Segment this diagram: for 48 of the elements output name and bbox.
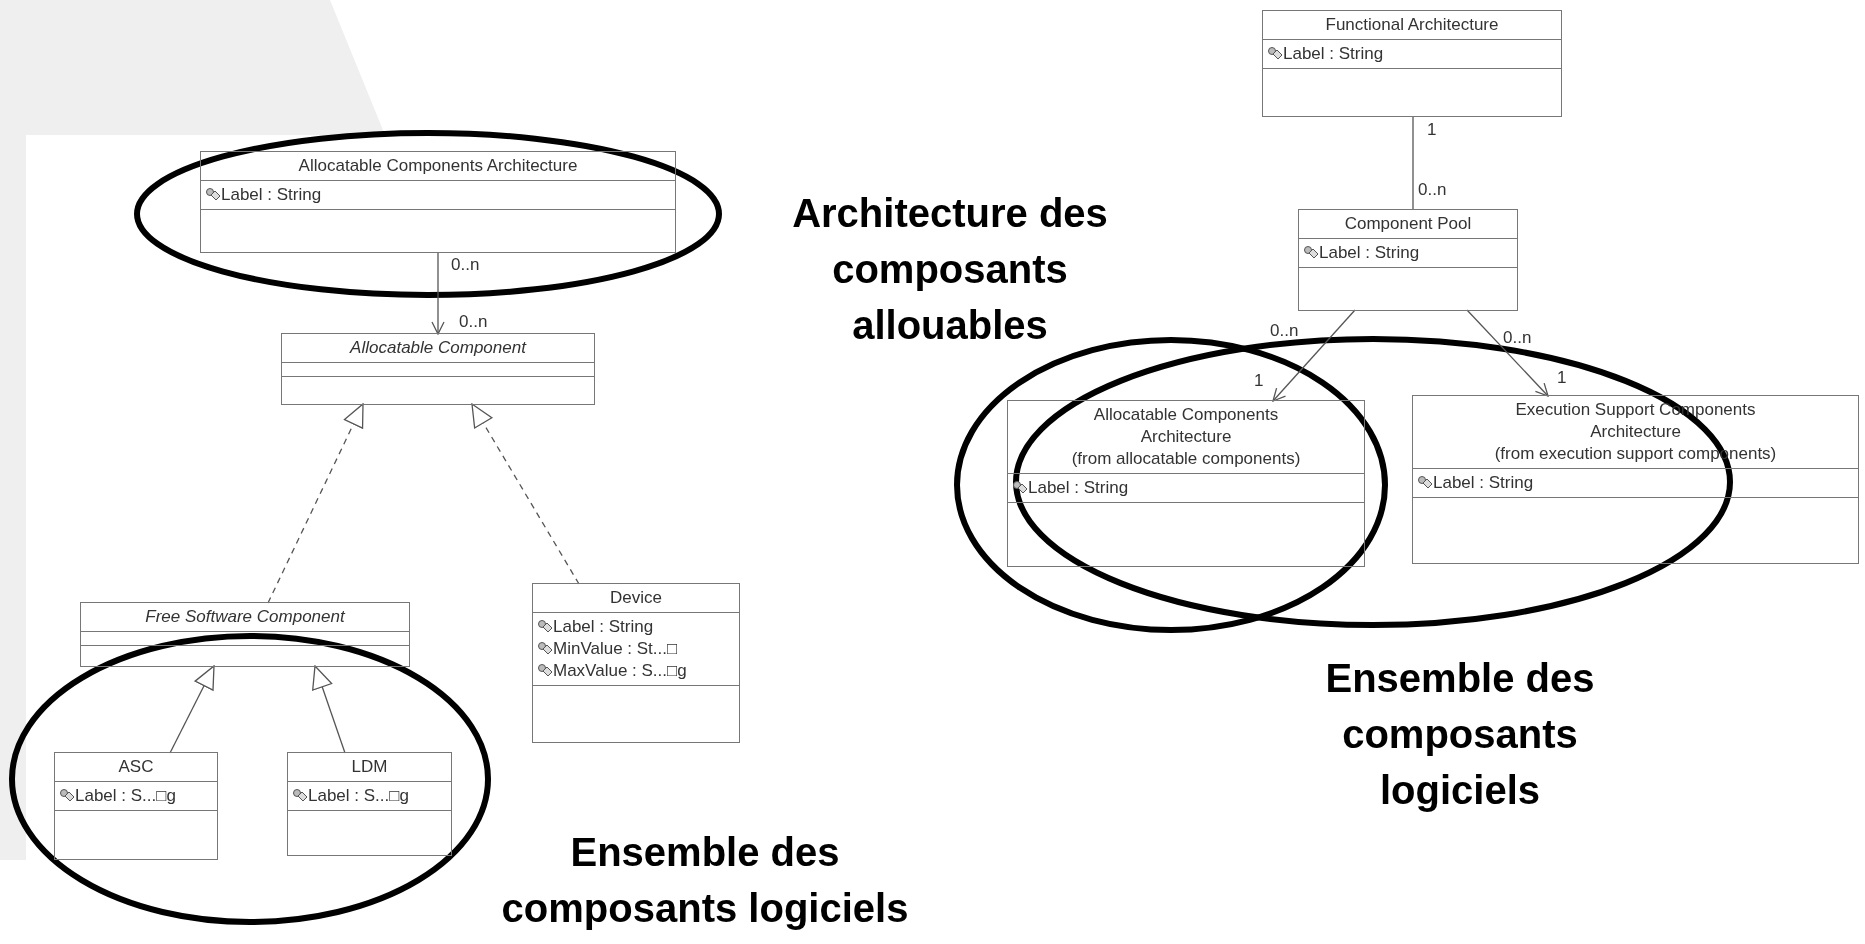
- multiplicity-label: 1: [1254, 371, 1264, 391]
- class-name: Functional Architecture: [1325, 14, 1499, 36]
- class-box: [287, 752, 452, 856]
- class-name: Free Software Component: [145, 606, 345, 628]
- class-name: Device: [610, 587, 662, 609]
- class-name: Allocatable Components Architecture: [1092, 404, 1280, 448]
- association-arrow: [1466, 309, 1549, 397]
- multiplicity-label: 0..n: [1503, 328, 1532, 348]
- multiplicity-label: 0..n: [459, 312, 488, 332]
- annotation-text: Ensemble des composants logiciels: [500, 829, 910, 932]
- generalization-arrow: [471, 403, 580, 585]
- attribute-text: Label : String: [1283, 43, 1384, 65]
- attribute-text: Label : String: [553, 616, 654, 638]
- class-box: [200, 151, 676, 253]
- class-box: [1298, 209, 1518, 311]
- multiplicity-label: 0..n: [1418, 180, 1447, 200]
- attribute-text: Label : S...□g: [308, 785, 409, 807]
- multiplicity-label: 0..n: [451, 255, 480, 275]
- class-name: Allocatable Component: [350, 337, 526, 359]
- class-name: Allocatable Components Architecture: [298, 155, 578, 177]
- multiplicity-label: 1: [1427, 120, 1437, 140]
- package-note: (from allocatable components): [1071, 448, 1301, 470]
- multiplicity-label: 1: [1557, 368, 1567, 388]
- generalization-arrow: [169, 665, 215, 754]
- annotation-text: Architecture des composants allouables: [791, 190, 1109, 349]
- class-box: [281, 333, 595, 405]
- class-name: Component Pool: [1344, 213, 1472, 235]
- attribute-text: Label : String: [1319, 242, 1420, 264]
- generalization-arrow: [312, 665, 346, 754]
- multiplicity-label: 0..n: [1270, 321, 1299, 341]
- annotation-text: Ensemble des composants logiciels: [1324, 655, 1596, 814]
- class-name: ASC: [118, 756, 154, 778]
- association-arrow: [431, 251, 445, 335]
- class-box: [1412, 395, 1859, 564]
- class-box: [80, 602, 410, 667]
- attribute-text: Label : String: [1028, 477, 1129, 499]
- attribute-text: Label : S...□g: [75, 785, 176, 807]
- class-box: [532, 583, 740, 743]
- class-box: [1007, 400, 1365, 567]
- generalization-arrow: [267, 403, 364, 604]
- attribute-text: MinValue : St...□: [553, 638, 678, 660]
- class-box: [1262, 10, 1562, 117]
- class-box: [54, 752, 218, 860]
- association-line: [1412, 115, 1414, 211]
- attribute-text: MaxValue : S...□g: [553, 660, 687, 682]
- class-name: LDM: [351, 756, 388, 778]
- attribute-text: Label : String: [1433, 472, 1534, 494]
- attribute-text: Label : String: [221, 184, 322, 206]
